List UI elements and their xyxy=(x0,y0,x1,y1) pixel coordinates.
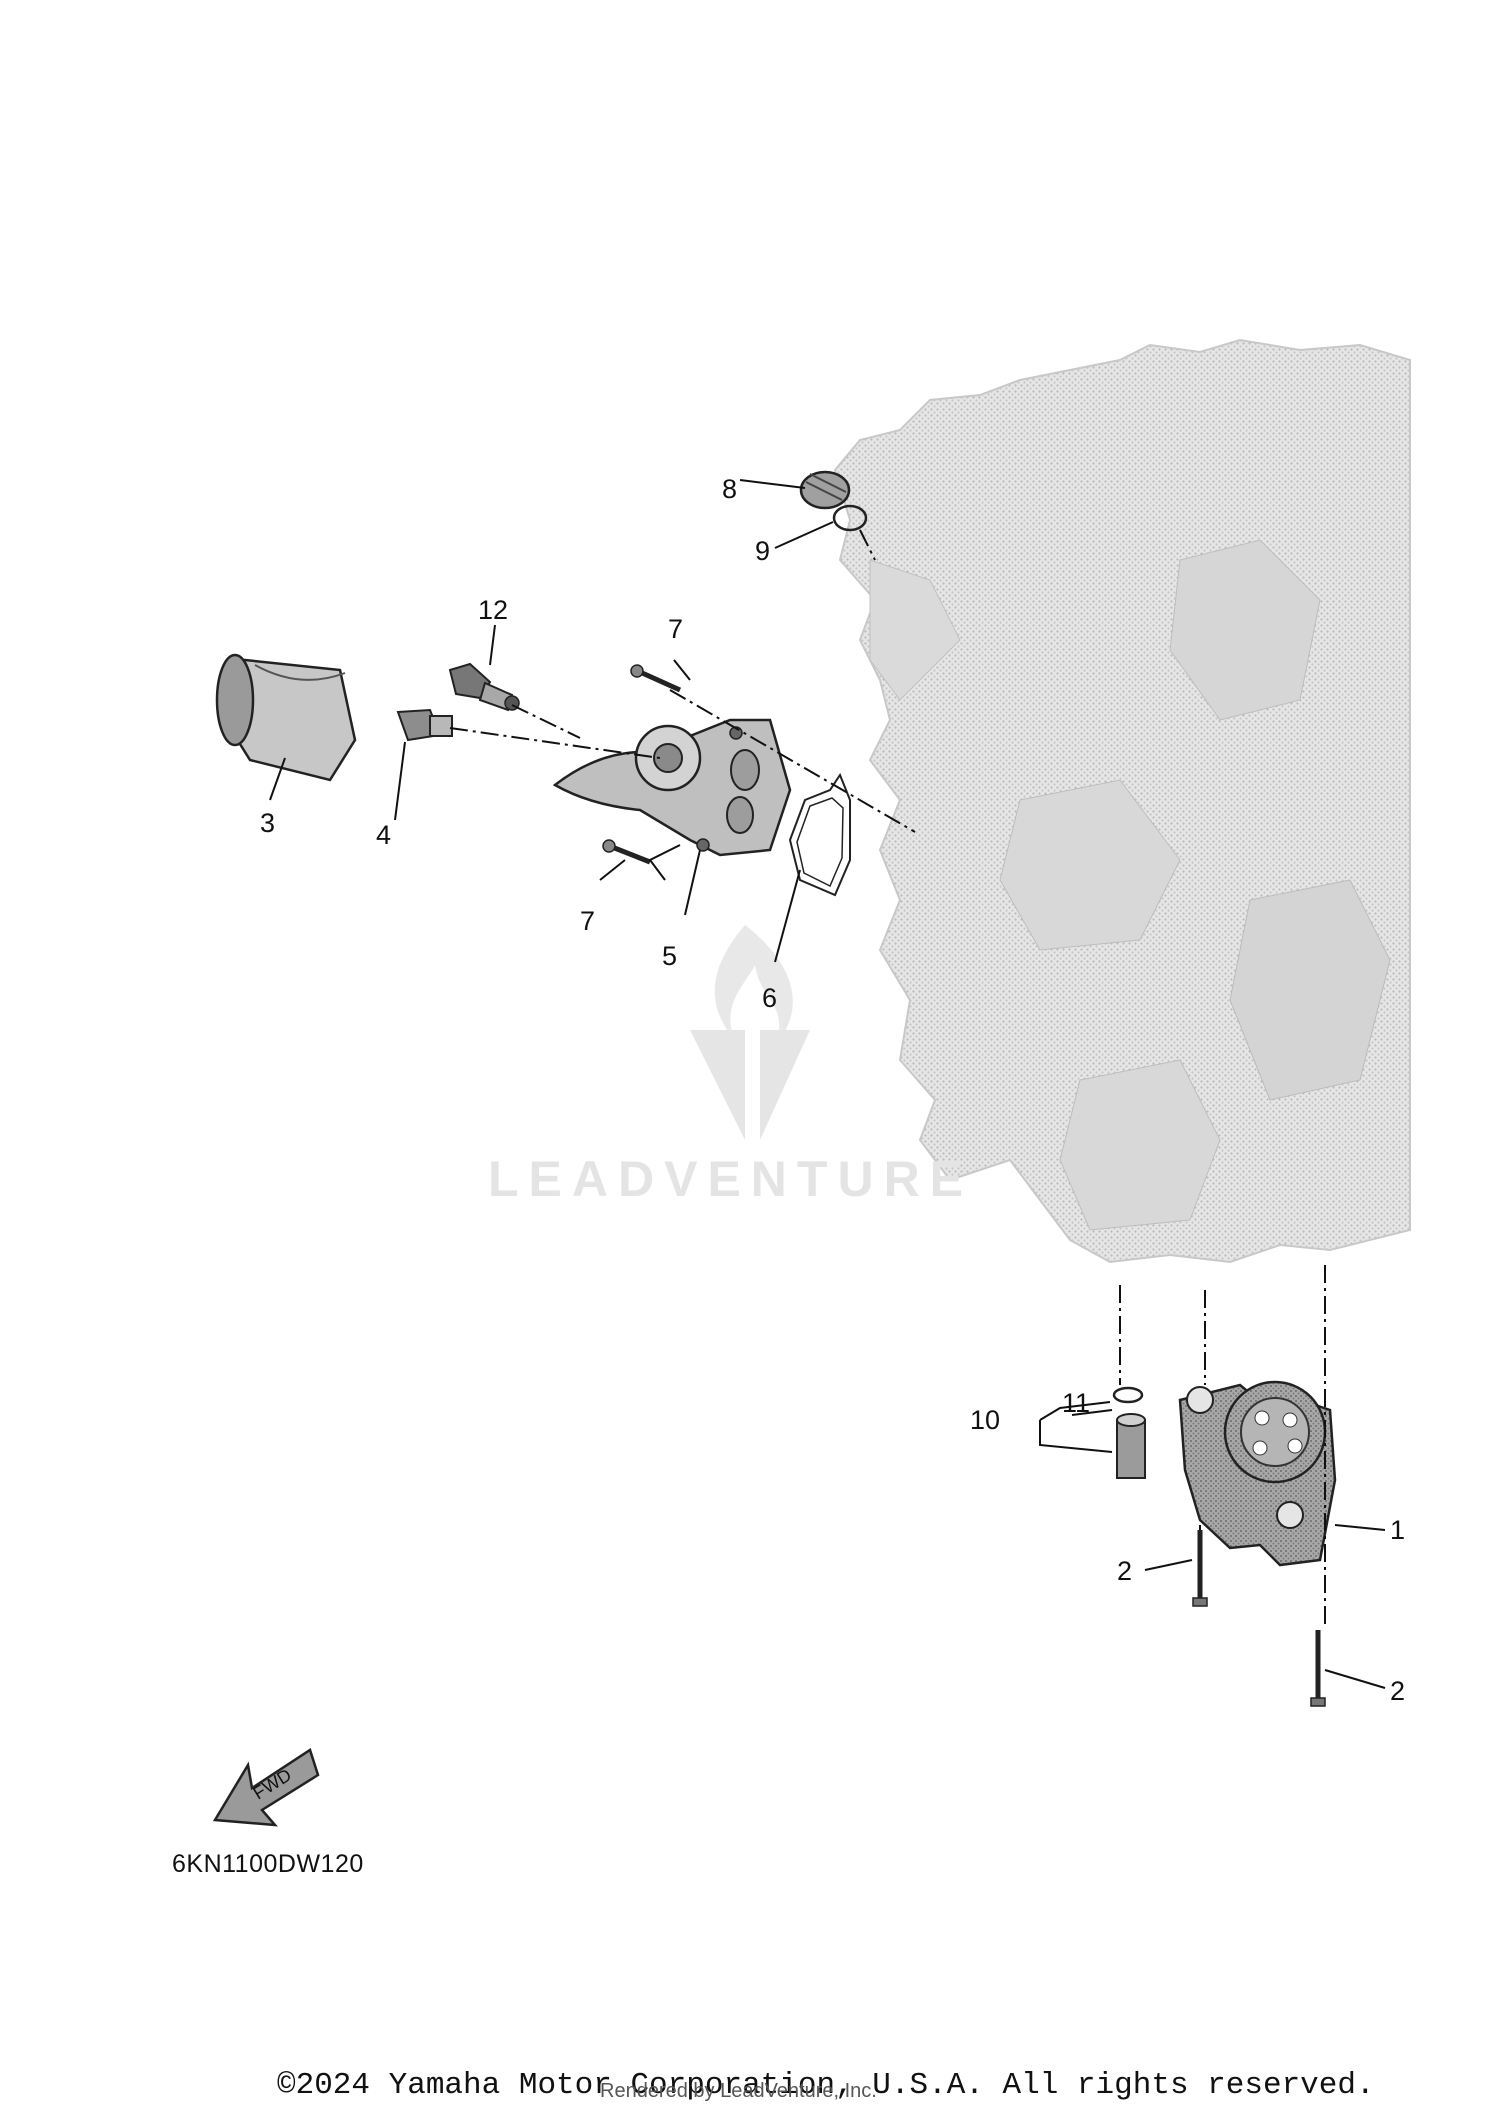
callout-7-lower: 7 xyxy=(580,906,596,936)
oil-sensor-part-12 xyxy=(448,662,520,712)
oil-pump-part-1 xyxy=(1178,1380,1337,1567)
callout-1: 1 xyxy=(1390,1515,1406,1545)
callout-3: 3 xyxy=(260,808,276,838)
bolt-part-7-lower xyxy=(602,839,651,865)
engine-block xyxy=(833,338,1411,1264)
leader-lines xyxy=(269,479,1386,1689)
callout-11: 11 xyxy=(1062,1388,1091,1418)
callout-9: 9 xyxy=(755,536,771,566)
callout-7-upper: 7 xyxy=(668,614,684,644)
callout-6: 6 xyxy=(762,983,778,1013)
oil-cap-part-8 xyxy=(799,470,851,510)
gasket-part-6 xyxy=(788,772,851,897)
bolt-part-7-upper xyxy=(630,664,682,693)
oil-filter-part-3 xyxy=(215,653,357,782)
callout-2-upper: 2 xyxy=(1117,1556,1133,1586)
rendered-by-notice: Rendered by LeadVenture, Inc. xyxy=(600,2080,877,2102)
copyright-notice: ©2024 Yamaha Motor Corporation, U.S.A. A… xyxy=(277,2068,1375,2103)
watermark-logo xyxy=(690,925,810,1140)
watermark-text: LEADVENTURE xyxy=(488,1151,974,1207)
bolt-part-2-left xyxy=(1192,1530,1208,1607)
o-ring-part-11 xyxy=(1112,1386,1144,1404)
callout-8: 8 xyxy=(722,474,738,504)
callout-4: 4 xyxy=(376,820,392,850)
callout-2-lower: 2 xyxy=(1390,1676,1406,1706)
dowel-part-10 xyxy=(1116,1413,1146,1479)
o-ring-part-9 xyxy=(832,504,868,532)
callout-10: 10 xyxy=(970,1405,1001,1435)
fwd-arrow: FWD xyxy=(212,1748,320,1827)
callout-5: 5 xyxy=(662,941,678,971)
drawing-code: 6KN1100DW120 xyxy=(172,1850,364,1878)
callout-12: 12 xyxy=(478,595,509,625)
filter-bracket-part-5 xyxy=(552,718,792,857)
fitting-part-4 xyxy=(396,708,453,742)
bolt-part-2-right xyxy=(1310,1630,1326,1707)
